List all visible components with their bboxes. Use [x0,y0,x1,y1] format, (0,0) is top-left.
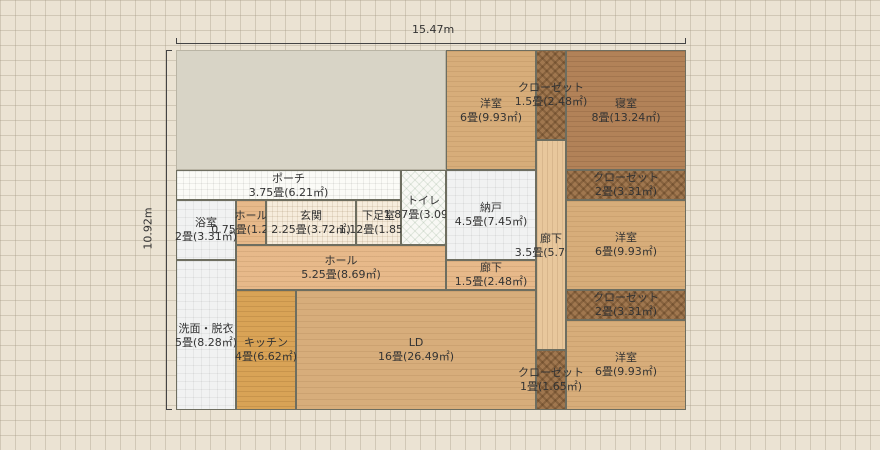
width-dimension-tick-right [685,38,686,44]
room-name: 洗面・脱衣 [178,322,234,335]
width-dimension-label: 15.47m [412,23,455,36]
room-area: 2畳(3.31㎡) [594,305,658,318]
room-area: 2畳(3.31㎡) [594,185,658,198]
room-area: 6畳(9.93㎡) [459,111,523,124]
room-closet-top[interactable] [536,50,566,140]
room-name: クローゼット [593,171,659,184]
room-area: 2畳(3.31㎡) [174,230,238,243]
room-name: 廊下 [479,261,502,274]
room-name: LD [408,336,424,349]
room-area: 2.25畳(3.72㎡) [271,222,351,236]
room-name: 玄関 [299,208,322,222]
height-dimension-line [166,50,167,410]
room-name: クローゼット [593,291,659,304]
room-name: 納戸 [479,201,502,214]
height-dimension-tick-bottom [166,409,172,410]
room-area: 4.5畳(7.45㎡) [454,215,528,228]
room-name: ホール [324,253,358,267]
width-dimension-line [176,43,686,44]
lot-area [176,50,446,170]
room-name: キッチン [243,336,288,349]
room-area: 1.5畳(2.48㎡) [454,275,528,288]
room-area: 16畳(26.49㎡) [377,350,455,363]
room-area: 5.25畳(8.69㎡) [301,267,381,281]
height-dimension-tick-top [166,50,172,51]
room-area: 6畳(9.93㎡) [594,245,658,258]
room-name: 洋室 [614,351,637,364]
room-name: 浴室 [194,216,217,229]
width-dimension-tick-left [176,38,177,44]
height-dimension-label: 10.92m [141,207,155,250]
room-name: 寝室 [614,97,637,110]
room-area: 6畳(9.93㎡) [594,365,658,378]
room-closet-bottom[interactable] [536,350,566,410]
room-area: 5畳(8.28㎡) [174,336,238,349]
room-area: 8畳(13.24㎡) [591,111,661,124]
room-area: 3.75畳(6.21㎡) [248,186,329,199]
room-name: ポーチ [271,172,305,185]
room-name: 洋室 [479,97,502,110]
room-area: 4畳(6.62㎡) [234,350,298,363]
room-name: 洋室 [614,231,637,244]
